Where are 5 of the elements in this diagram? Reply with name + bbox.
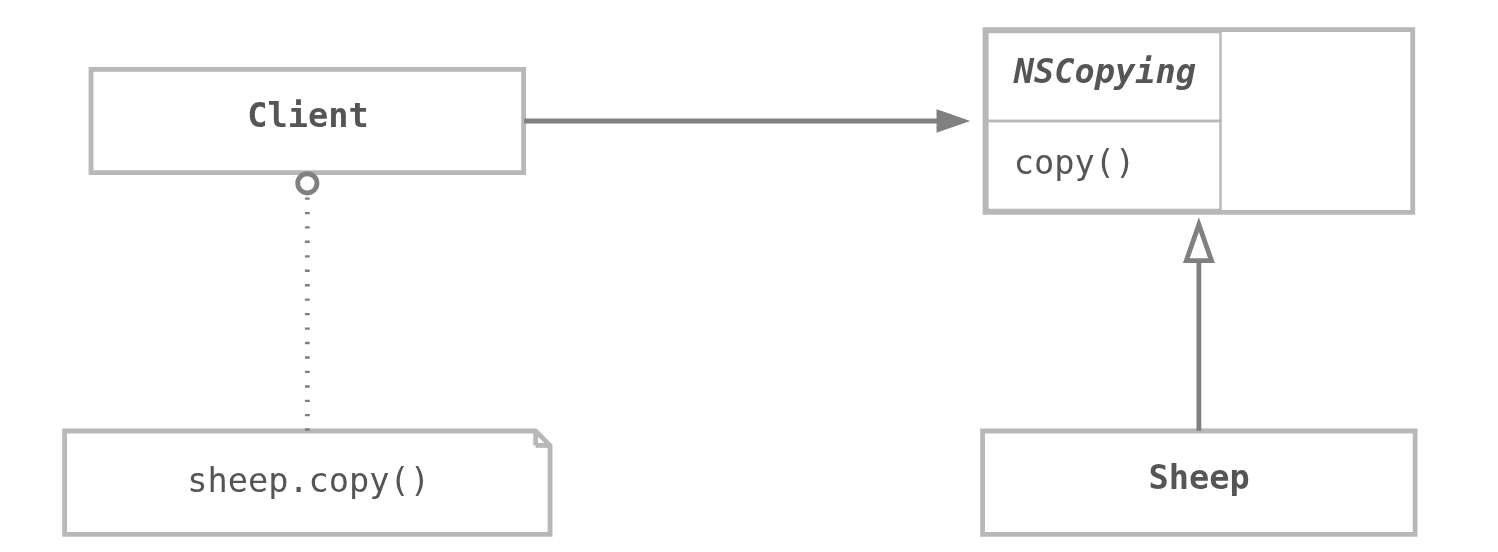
- node-box: Client: [88, 66, 526, 176]
- arrow: [523, 109, 970, 133]
- node-box: Sheep: [979, 428, 1418, 537]
- connector: [294, 171, 319, 431]
- arrow: [1182, 217, 1215, 431]
